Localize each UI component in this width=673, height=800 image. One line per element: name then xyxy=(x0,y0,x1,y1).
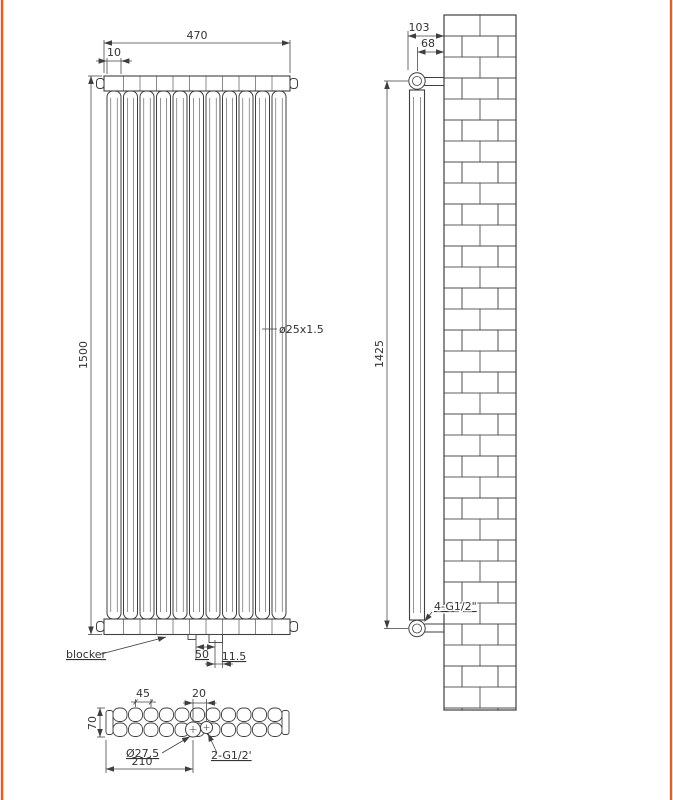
dim-side-depth-center: 68 xyxy=(417,37,445,71)
side-view: 103 68 1425 4-G1/2" xyxy=(373,14,517,711)
dim-45-text: 45 xyxy=(136,687,150,700)
side-bottom-bracket xyxy=(424,623,444,633)
front-top-header xyxy=(103,75,291,92)
dim-front-segment-text: 10 xyxy=(107,46,121,59)
plan-dia-text: Ø27.5 xyxy=(126,747,159,760)
dim-plan-210: 210 xyxy=(105,740,194,773)
dim-side-depth-total: 103 xyxy=(407,21,445,70)
plan-cap-left xyxy=(105,710,114,735)
dim-70-text: 70 xyxy=(86,716,99,730)
front-bottom-stub xyxy=(208,634,223,643)
dim-20-text: 20 xyxy=(192,687,206,700)
front-top-cap-left xyxy=(96,78,105,89)
dim-bottom-offsets: 50 11.5 xyxy=(195,640,246,668)
plan-view: 45 20 70 Ø27.5 210 2 xyxy=(86,687,290,773)
dim-side-height-centers: 1425 xyxy=(373,80,408,629)
plan-valve-1-cross xyxy=(189,726,197,733)
blocker-callout: blocker xyxy=(66,636,167,661)
front-bottom-cap-left xyxy=(96,621,105,632)
side-top-bracket xyxy=(424,77,444,86)
front-radiator-body xyxy=(96,75,298,643)
tube-callout-text: ø25x1.5 xyxy=(279,323,324,336)
tube-callout: ø25x1.5 xyxy=(262,323,324,336)
dim-front-height: 1500 xyxy=(77,75,102,635)
dim-115-text: 11.5 xyxy=(222,650,247,663)
front-bottom-cap-right xyxy=(289,621,298,632)
side-valve-callout: 4-G1/2" xyxy=(424,599,478,622)
plan-thread-callout: 2-G1/2' xyxy=(207,733,252,762)
side-valve-callout-text: 4-G1/2" xyxy=(434,600,477,613)
dim-front-height-text: 1500 xyxy=(77,341,90,369)
dim-210-text: 210 xyxy=(132,755,153,768)
plan-radiator-body xyxy=(105,707,290,738)
dim-103-text: 103 xyxy=(409,21,430,34)
plan-thread-text: 2-G1/2' xyxy=(211,749,252,762)
front-bottom-nipple xyxy=(187,634,197,640)
dim-front-width-text: 470 xyxy=(187,29,208,42)
dim-plan-valve-gap: 20 xyxy=(183,687,217,722)
dim-68-text: 68 xyxy=(421,37,435,50)
front-top-cap-right xyxy=(289,78,298,89)
front-top-header-segments xyxy=(123,76,273,91)
dim-plan-pitch: 45 xyxy=(131,687,156,707)
side-radiator-body xyxy=(408,72,444,638)
blocker-text: blocker xyxy=(66,648,107,661)
dim-front-width: 470 xyxy=(103,29,291,73)
side-top-valve-inner xyxy=(412,76,422,86)
plan-cap-right xyxy=(281,710,290,735)
dim-1425-text: 1425 xyxy=(373,340,386,368)
front-bottom-header-segments xyxy=(123,619,273,635)
dim-plan-depth: 70 xyxy=(86,707,105,738)
front-bottom-header xyxy=(103,618,291,636)
front-view: 470 10 1500 ø25x1.5 50 xyxy=(66,29,324,668)
brick-wall xyxy=(443,14,517,711)
plan-valve-2-cross xyxy=(203,724,210,731)
dim-50-text: 50 xyxy=(195,648,209,661)
plan-dia-callout: Ø27.5 xyxy=(126,736,191,760)
side-bottom-valve-inner xyxy=(412,623,422,634)
dim-front-segment: 10 xyxy=(96,46,132,74)
